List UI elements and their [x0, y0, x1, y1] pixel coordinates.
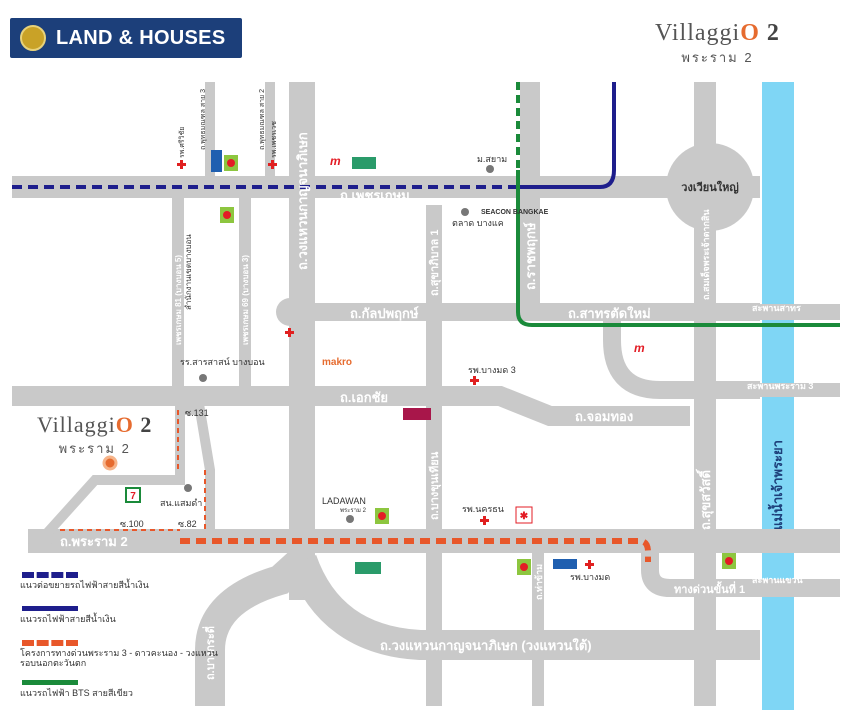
label-phutthamonthon3: ถ.พุทธมณฑล สาย 3 [200, 89, 207, 150]
label-district-office: สำนักงานเขตบางบอน [184, 234, 193, 310]
label-makro: makro [322, 357, 352, 368]
label-hosp-phetkasem: รพ.เพชรเวช [271, 121, 278, 158]
label-school: รร.สารสาสน์ บางบอน [180, 356, 265, 367]
dot-siam-u [486, 165, 494, 173]
legend-swatch [22, 680, 78, 685]
label-ladawan: LADAWAN [322, 496, 366, 506]
label-phetkasem69: เพชรเกษม 69 (บางบอน 3) [241, 255, 250, 345]
lotus-icon [355, 562, 381, 574]
label-hosp-srivichai: รพ.ศรีวิชัย [178, 127, 186, 158]
brand-name: LAND & HOUSES [56, 26, 226, 49]
legend-swatch [22, 640, 78, 646]
label-hosp-bangmod: รพ.บางมด [570, 572, 610, 582]
label-hosp-bangmod3: รพ.บางมด 3 [468, 365, 516, 375]
mall-logo-icon: m [634, 341, 645, 355]
blue-line [520, 82, 616, 189]
label-river: แม่น้ำเจ้าพระยา [767, 440, 785, 530]
label-kanchanaphisek-vertical: ถ.วงแหวนกาญจนาภิเษก [295, 132, 311, 270]
bts-green-line [516, 170, 840, 327]
label-soi131: ซ.131 [185, 408, 209, 418]
label-bridge-rama3: สะพานพระราม 3 [747, 381, 813, 391]
label-seacon: SEACON BANGKAE [481, 209, 549, 216]
label-siam-u: ม.สยาม [477, 154, 507, 164]
road-ekkachai [12, 386, 690, 426]
label-talat: ตลาด บางแค [452, 218, 504, 228]
label-bang-kra-di: ถ.บางกระดี่ [202, 626, 217, 680]
label-suksawat: ถ.สุขสวัสดิ์ [695, 468, 714, 530]
seven-eleven-icon [125, 487, 141, 503]
robinson-icon [403, 408, 431, 420]
kanlapaphruek-end [276, 298, 304, 326]
label-bridge-rama9: สะพานแขวน [752, 575, 803, 585]
label-tha-kham: ถ.ท่าข้าม [534, 564, 544, 600]
soi-red-route [60, 410, 206, 531]
label-bridge-sathon: สะพานสาทร [752, 303, 801, 313]
legend-swatch [22, 606, 78, 611]
mall-logo-icon: m [330, 154, 341, 168]
label-expressway: ทางด่วนขั้นที่ 1 [674, 581, 745, 596]
label-bangkhunthian: ถ.บางขุนเทียน [428, 451, 442, 520]
label-ratchaphruek: ถ.ราชพฤกษ์ [523, 222, 538, 290]
road-kanchanaphisek-bottom [195, 548, 760, 706]
label-somdet: ถ.สมเด็จพระเจ้าตากสิน [699, 209, 711, 300]
legend-swatch [22, 572, 78, 578]
homepro-icon [211, 150, 222, 172]
label-ekkachai: ถ.เอกชัย [340, 390, 388, 405]
project-logo: VillaggiO 2 พระราม 2 [655, 20, 780, 65]
dot-samsaendam [184, 484, 192, 492]
label-kanlapaphruek: ถ.กัลปพฤกษ์ [350, 306, 419, 321]
central-icon [515, 506, 533, 524]
label-hosp-nakhonthon: รพ.นครธน [462, 504, 504, 514]
dot-ladawan [346, 515, 354, 523]
label-rama2: ถ.พระราม 2 [60, 534, 128, 549]
road-sathorn-curve [603, 312, 760, 399]
label-phetkasem81: เพชรเกษม 81 (บางบอน 5) [174, 255, 183, 345]
label-phetkasem: ถ.เพชรเกษม [340, 188, 410, 203]
lotus-icon [352, 157, 376, 169]
road-expressway-link [641, 550, 840, 597]
expressway-project [180, 538, 651, 562]
svg-text:✱: ✱ [520, 511, 529, 522]
rama2-end [28, 529, 52, 553]
dot-talat [461, 208, 469, 216]
label-sathorn-tat-mai: ถ.สาทรตัดใหม่ [568, 305, 651, 321]
homepro-icon [553, 559, 577, 569]
project-pin-icon [102, 455, 118, 471]
svg-text:7: 7 [130, 491, 136, 502]
land-houses-logo: LAND & HOUSES [10, 18, 242, 58]
label-chomthong: ถ.จอมทอง [575, 409, 633, 424]
label-soi100: ซ.100 [120, 519, 144, 529]
label-sukhaphiban1: ถ.สุขาภิบาล 1 [428, 230, 442, 296]
label-samsaendam: สน.แสมดำ [160, 498, 202, 508]
label-soi82: ซ.82 [178, 519, 197, 529]
label-kanchanaphisek-bottom: ถ.วงแหวนกาญจนาภิเษก (วงแหวนใต้) [380, 637, 592, 654]
dot-school [199, 374, 207, 382]
label-ladawan-sub: พระราม 2 [340, 507, 367, 514]
label-phutthamonthon2: ถ.พุทธมณฑล สาย 2 [259, 89, 266, 150]
wongwian-yai-circle [666, 143, 754, 231]
label-wongwian-yai: วงเวียนใหญ่ [681, 180, 738, 194]
brand-seal-icon [20, 25, 46, 51]
map-project-logo: VillaggiO 2 พระราม 2 [37, 412, 153, 456]
road-soi-bend [36, 405, 215, 545]
